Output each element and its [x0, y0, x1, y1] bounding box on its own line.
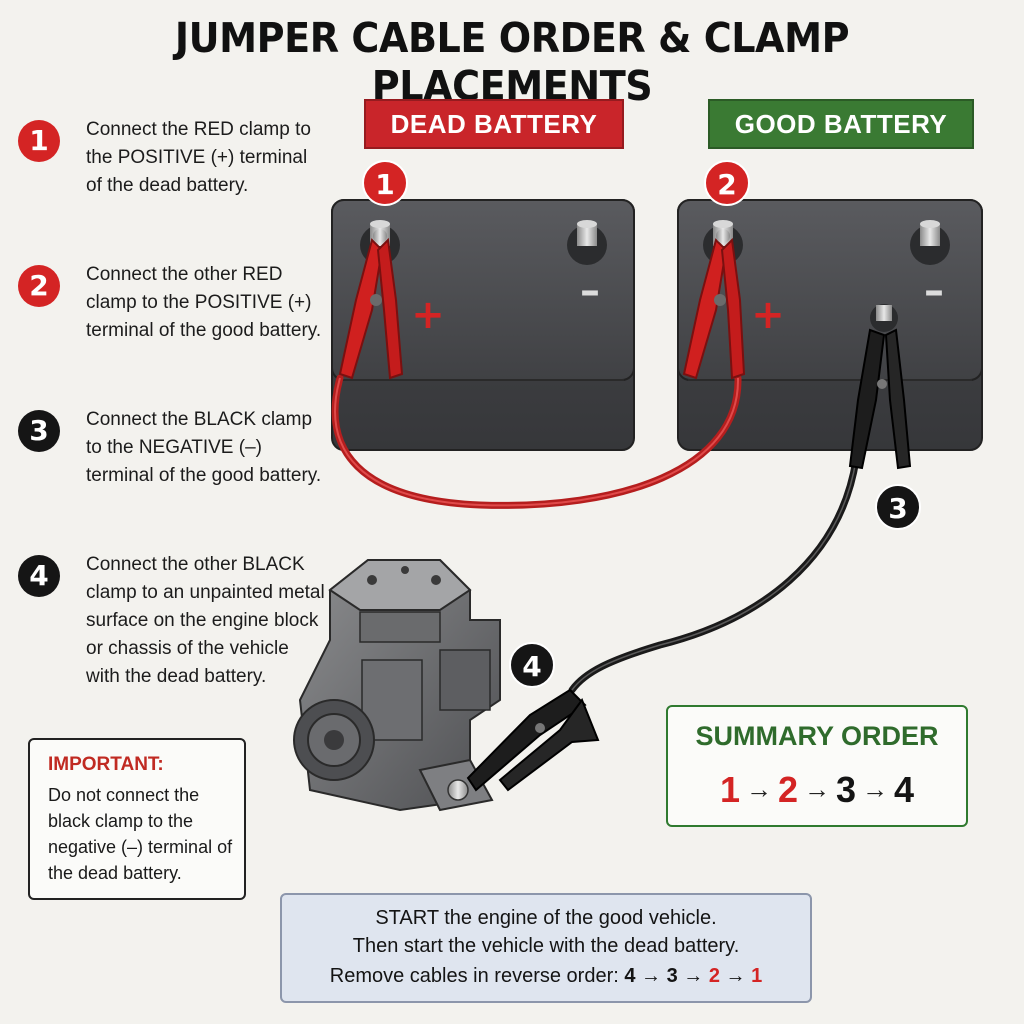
- reverse-step-3: 3: [666, 965, 678, 987]
- good-battery-icon: [677, 199, 983, 451]
- step-2-badge: 2: [18, 265, 60, 307]
- reverse-arrow: →: [641, 965, 662, 987]
- step-1-text: Connect the RED clamp to the POSITIVE (+…: [86, 119, 311, 196]
- important-text: Do not connect the black clamp to the ne…: [48, 785, 233, 883]
- reverse-step-1: 1: [751, 965, 763, 987]
- summary-arrow: →: [804, 774, 830, 804]
- final-line-1: START the engine of the good vehicle.: [375, 907, 717, 929]
- step-4-badge: 4: [18, 555, 60, 597]
- final-line-3-prefix: Remove cables in reverse order:: [329, 965, 619, 987]
- step-2-text: Connect the other RED clamp to the POSIT…: [86, 264, 322, 341]
- svg-text:4: 4: [522, 650, 541, 683]
- final-line-3: Remove cables in reverse order: 4 → 3 → …: [282, 965, 810, 988]
- important-box: IMPORTANT: Do not connect the black clam…: [28, 738, 246, 900]
- diagram-marker-3: 3: [875, 484, 921, 530]
- step-3: 3 Connect the BLACK clamp to the NEGATIV…: [18, 406, 321, 516]
- summary-sequence: 1→2→3→4: [668, 769, 966, 811]
- page-title: JUMPER CABLE ORDER & CLAMP PLACEMENTS: [174, 14, 850, 110]
- dead-negative-symbol: –: [580, 268, 600, 314]
- diagram-marker-4: 4: [509, 642, 555, 688]
- dead-positive-symbol: +: [411, 292, 445, 338]
- final-instructions-box: START the engine of the good vehicle. Th…: [280, 893, 812, 1003]
- good-negative-symbol: –: [924, 268, 944, 314]
- step-4-text: Connect the other BLACK clamp to an unpa…: [86, 554, 325, 687]
- black-clamp-engine: [466, 688, 600, 792]
- summary-step-4: 4: [894, 769, 915, 810]
- black-clamp-good: [848, 304, 912, 470]
- summary-step-3: 3: [836, 769, 857, 810]
- important-title: IMPORTANT:: [48, 754, 164, 775]
- svg-text:2: 2: [717, 168, 736, 201]
- summary-box: SUMMARY ORDER 1→2→3→4: [666, 705, 968, 827]
- dead-battery-label: DEAD BATTERY: [364, 99, 624, 149]
- reverse-step-4: 4: [624, 965, 636, 987]
- diagram-marker-1: 1: [362, 160, 408, 206]
- svg-text:1: 1: [375, 168, 394, 201]
- step-2: 2 Connect the other RED clamp to the POS…: [18, 261, 321, 371]
- diagram-marker-2: 2: [704, 160, 750, 206]
- summary-step-2: 2: [777, 769, 798, 810]
- good-positive-symbol: +: [751, 292, 785, 338]
- summary-arrow: →: [862, 774, 889, 804]
- dead-battery-icon: [331, 199, 635, 451]
- step-3-badge: 3: [18, 410, 60, 452]
- step-1: 1 Connect the RED clamp to the POSITIVE …: [18, 116, 318, 226]
- step-3-text: Connect the BLACK clamp to the NEGATIVE …: [86, 409, 322, 486]
- reverse-step-2: 2: [708, 965, 720, 987]
- engine-block-icon: [293, 559, 501, 812]
- red-clamp-good: [682, 229, 746, 380]
- reverse-arrow: →: [683, 965, 704, 987]
- final-line-2: Then start the vehicle with the dead bat…: [352, 935, 740, 957]
- svg-text:3: 3: [888, 492, 907, 525]
- summary-title: SUMMARY ORDER: [695, 721, 939, 751]
- step-1-badge: 1: [18, 120, 60, 162]
- step-4: 4 Connect the other BLACK clamp to an un…: [18, 551, 325, 721]
- summary-step-1: 1: [719, 769, 740, 810]
- good-battery-label: GOOD BATTERY: [708, 99, 974, 149]
- reverse-arrow: →: [725, 965, 746, 987]
- summary-arrow: →: [745, 774, 772, 804]
- red-clamp-dead: [338, 229, 404, 380]
